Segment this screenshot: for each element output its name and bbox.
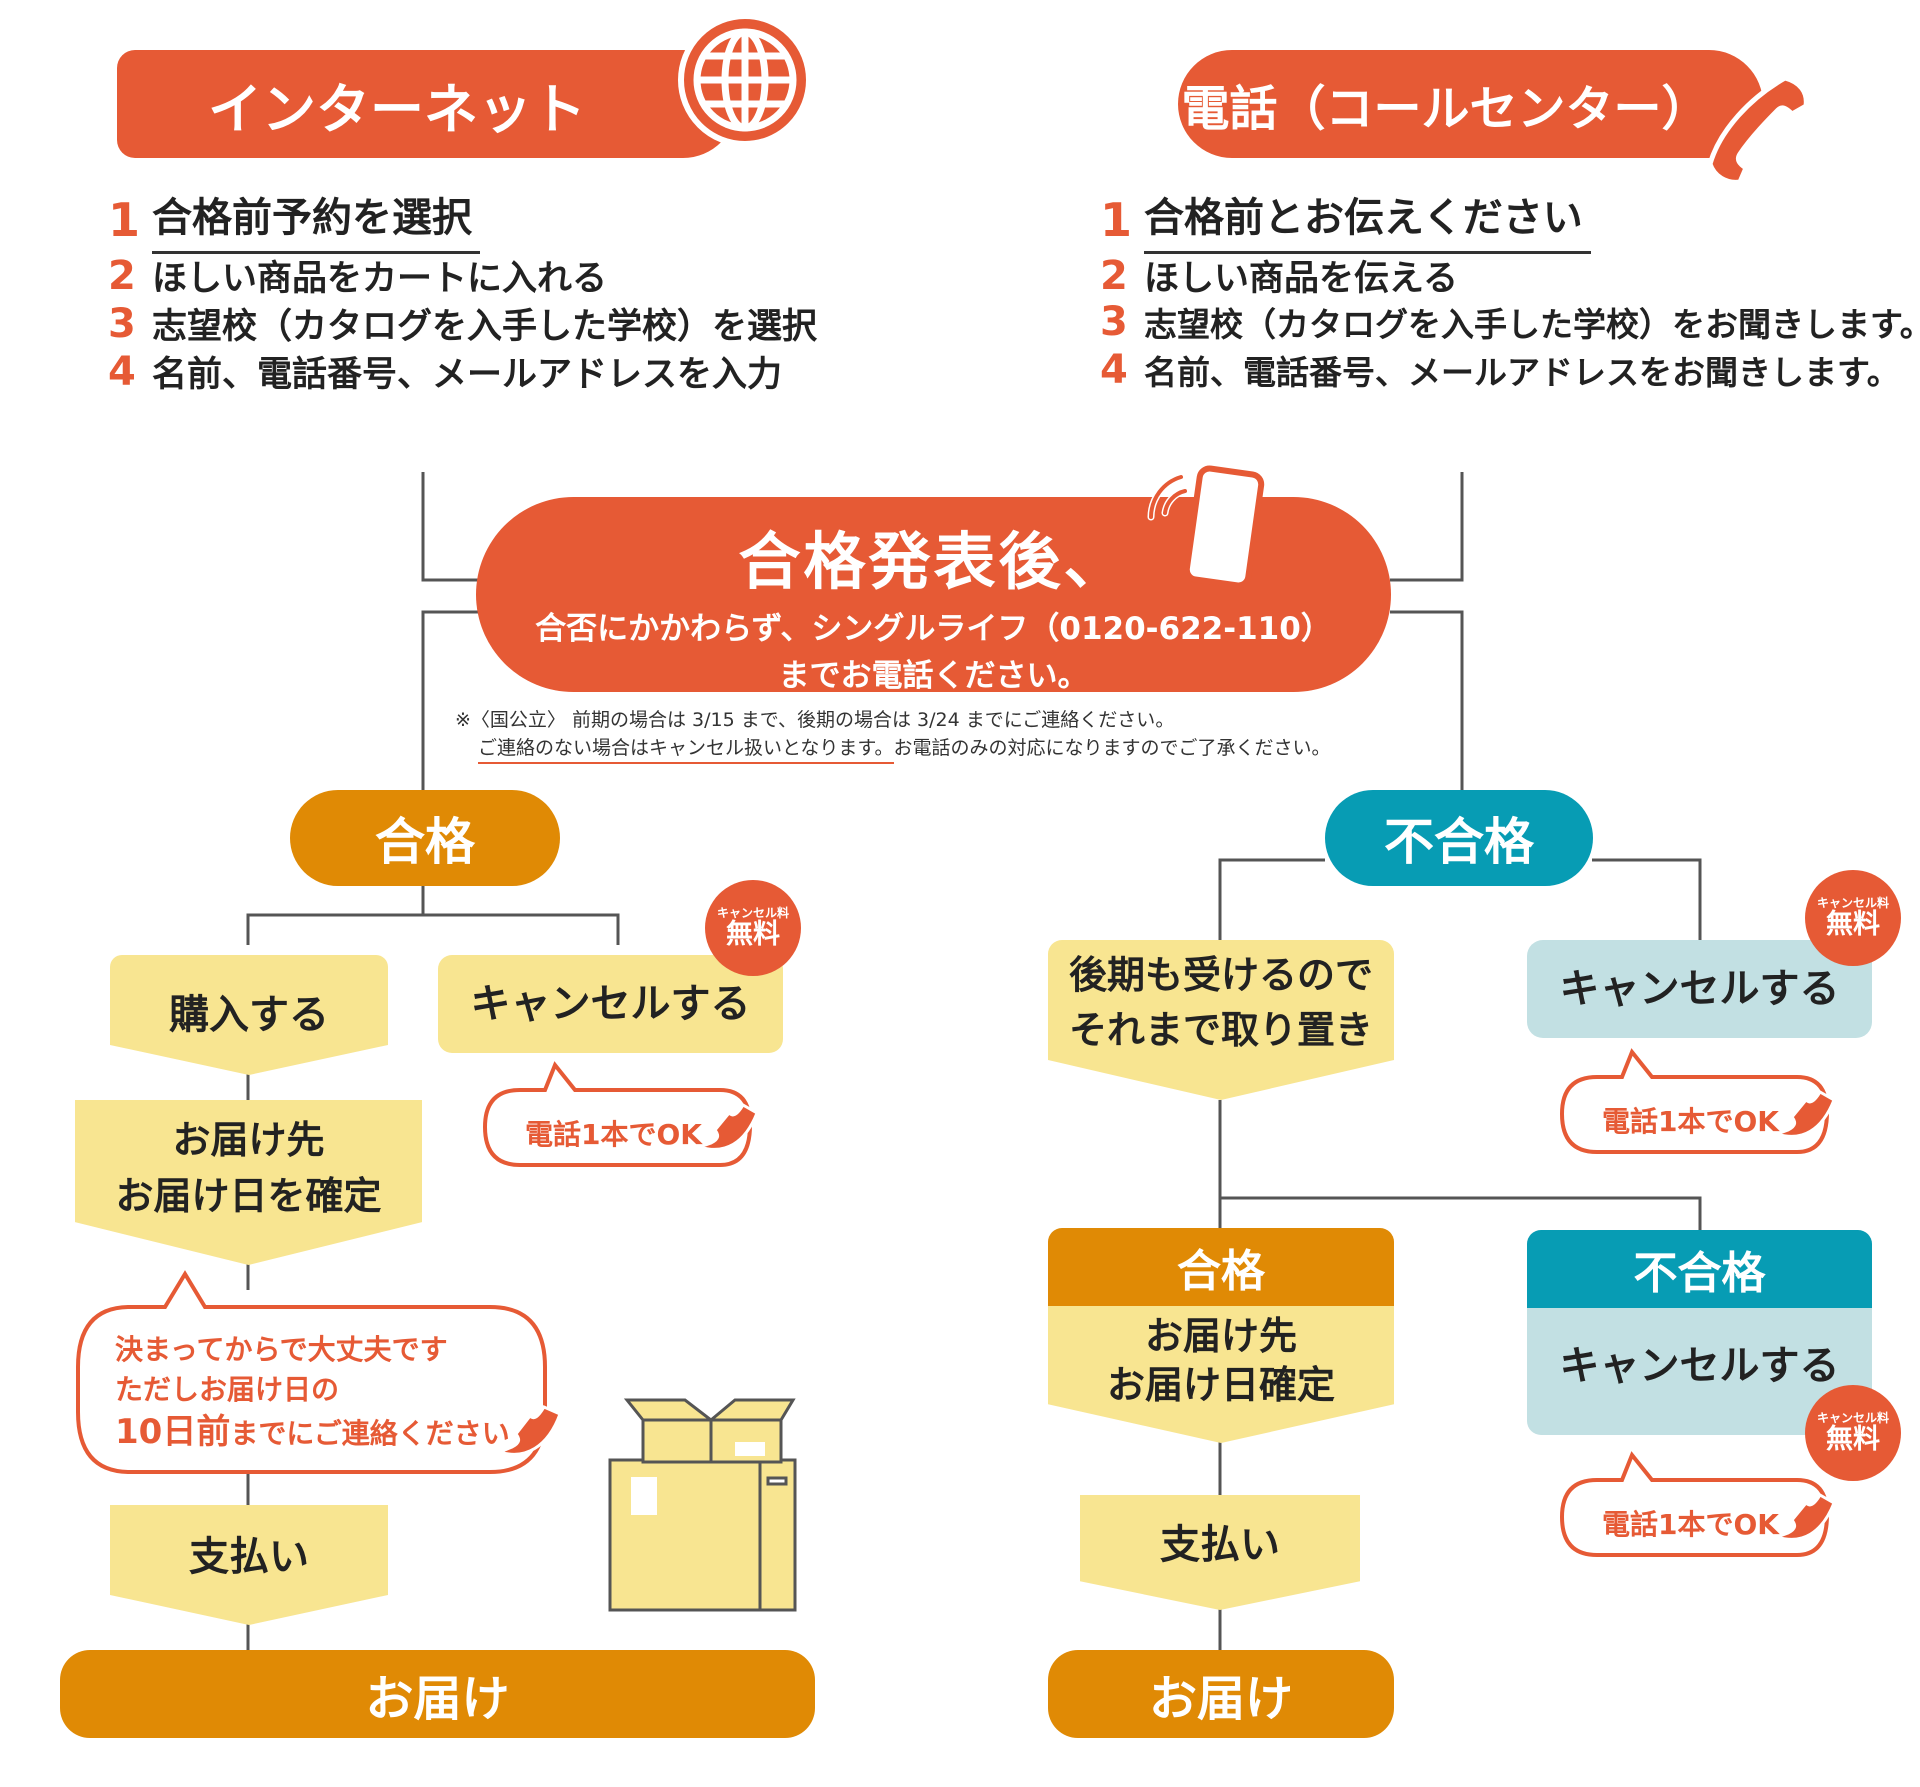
hold-line-1: 後期も受けるので (1068, 952, 1373, 997)
confirm-line-2: お届け日を確定 (115, 1173, 382, 1218)
fail-cancel-bubble-text: 電話1本でOK (1602, 1105, 1779, 1138)
fail-deliver-bar: お届け (1048, 1650, 1394, 1738)
badge-small-text: キャンセル料 (716, 905, 789, 920)
internet-header: インターネット (117, 50, 737, 158)
hold-box: 後期も受けるので それまで取り置き (1048, 940, 1394, 1100)
step-number: 4 (1100, 347, 1128, 393)
phone-title: 電話（コールセンター） (1181, 81, 1710, 137)
internet-step-1: 1 合格前予約を選択 (108, 185, 480, 254)
announcement-note-1: ※〈国公立〉 前期の場合は 3/15 まで、後期の場合は 3/24 までにご連絡… (455, 709, 1175, 731)
speech-bubble-phone (1559, 1451, 1836, 1557)
sub-pass-header: 合格 (1048, 1228, 1394, 1306)
sub-pass-card: 合格 お届け先 お届け日確定 (1048, 1228, 1394, 1443)
step-number: 1 (1100, 192, 1133, 247)
reminder-line-3: 10日前までにご連絡ください (115, 1404, 510, 1453)
badge-large-text: 無料 (726, 918, 780, 950)
reminder-line-1: 決まってからで大丈夫です (115, 1333, 448, 1366)
fail-label: 不合格 (1325, 790, 1593, 886)
badge-small-text: キャンセル料 (1816, 1410, 1889, 1425)
cancel-fee-free-badge: キャンセル料 無料 (1805, 1385, 1901, 1481)
step-text: 志望校（カタログを入手した学校）を選択 (152, 307, 818, 347)
internet-title: インターネット (208, 77, 586, 141)
announcement-title: 合格発表後、 (738, 525, 1129, 598)
badge-small-text: キャンセル料 (1816, 895, 1889, 910)
speech-bubble-phone (1559, 1048, 1836, 1154)
sub-pass-line-2: お届け日確定 (1106, 1363, 1335, 1408)
pass-cancel-box: キャンセルする (438, 955, 783, 1053)
cardboard-box-icon (608, 1398, 797, 1612)
phone-receiver-icon (1700, 70, 1815, 185)
sub-fail-bubble-text: 電話1本でOK (1602, 1508, 1779, 1541)
smartphone-icon (1135, 465, 1275, 590)
step-text: 志望校（カタログを入手した学校）をお聞きします。 (1144, 305, 1920, 344)
pass-label: 合格 (290, 790, 560, 886)
announcement-line2: 合否にかかわらず、シングルライフ（0120-622-110） (535, 611, 1332, 647)
phone-header: 電話（コールセンター） (1178, 50, 1763, 158)
cancel-fee-free-badge: キャンセル料 無料 (1805, 870, 1901, 966)
sub-pass-line-1: お届け先 (1144, 1314, 1297, 1358)
phone-step-4: 4 名前、電話番号、メールアドレスをお聞きします。 (1100, 346, 1900, 394)
step-number: 2 (1100, 252, 1128, 299)
note-phone-only: お電話のみの対応になりますのでご了承ください。 (893, 737, 1331, 759)
step-text: 名前、電話番号、メールアドレスをお聞きします。 (1144, 353, 1900, 392)
internet-step-2: 2 ほしい商品をカートに入れる (108, 250, 607, 301)
internet-step-3: 3 志望校（カタログを入手した学校）を選択 (108, 298, 817, 349)
pass-cancel-bubble-text: 電話1本でOK (525, 1118, 702, 1151)
announcement-line3: までお電話ください。 (778, 658, 1089, 694)
cancel-fee-free-badge: キャンセル料 無料 (705, 880, 801, 976)
confirm-line-1: お届け先 (172, 1118, 325, 1163)
step-number: 3 (1100, 299, 1128, 345)
badge-large-text: 無料 (1826, 908, 1880, 940)
note-cancel-warning: ご連絡のない場合はキャンセル扱いとなります。 (478, 737, 894, 764)
phone-step-1: 1 合格前とお伝えください (1100, 185, 1591, 254)
sub-fail-header: 不合格 (1527, 1230, 1872, 1308)
reminder-line-2: ただしお届け日の (115, 1373, 340, 1406)
reminder-bubble (76, 1270, 562, 1474)
internet-step-4: 4 名前、電話番号、メールアドレスを入力 (108, 346, 782, 397)
hold-line-2: それまで取り置き (1068, 1008, 1373, 1052)
pass-deliver-bar: お届け (60, 1650, 815, 1738)
globe-icon (675, 10, 815, 150)
step-text: 合格前とお伝えください (1144, 185, 1591, 254)
announcement-note-2: ご連絡のない場合はキャンセル扱いとなります。お電話のみの対応になりますのでご了承… (478, 733, 1331, 764)
step-text: ほしい商品をカートに入れる (152, 259, 608, 299)
speech-bubble-phone (482, 1061, 759, 1167)
step-text: 名前、電話番号、メールアドレスを入力 (152, 355, 783, 395)
phone-step-2: 2 ほしい商品を伝える (1100, 250, 1458, 301)
step-text: 合格前予約を選択 (152, 185, 480, 254)
sub-fail-card: 不合格 キャンセルする (1527, 1230, 1872, 1435)
step-number: 4 (108, 348, 136, 395)
reminder-days: 10日前 (115, 1412, 231, 1452)
fail-cancel-box: キャンセルする (1527, 940, 1872, 1038)
step-text: ほしい商品を伝える (1144, 259, 1458, 299)
badge-large-text: 無料 (1826, 1423, 1880, 1455)
phone-step-3: 3 志望校（カタログを入手した学校）をお聞きします。 (1100, 298, 1920, 346)
step-number: 2 (108, 252, 136, 299)
step-number: 3 (108, 300, 136, 347)
reminder-tail: までにご連絡ください (230, 1417, 510, 1450)
step-number: 1 (108, 192, 141, 247)
